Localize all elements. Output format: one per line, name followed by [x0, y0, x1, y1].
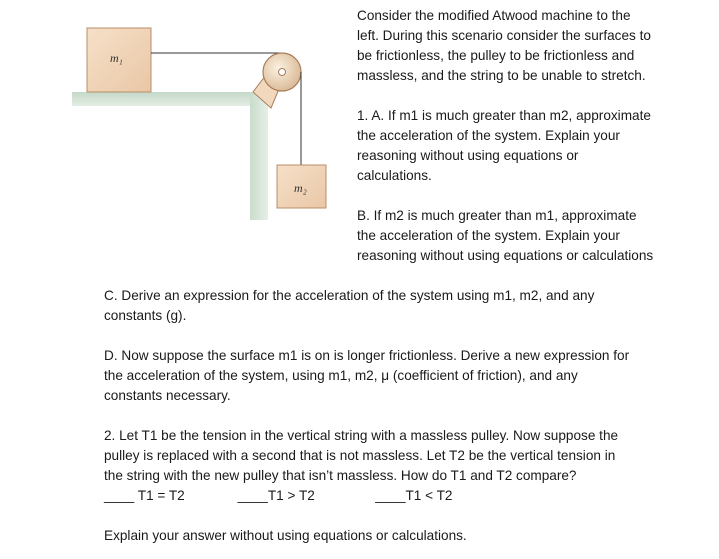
question-1d: D. Now suppose the surface m1 is on is l… [104, 346, 704, 406]
question-2: 2. Let T1 be the tension in the vertical… [104, 426, 704, 506]
question-line: constants (g). [104, 308, 187, 323]
right-column-text: Consider the modified Atwood machine to … [357, 6, 697, 266]
question-line: the acceleration of the system. Explain … [357, 128, 620, 143]
question-line: the string with the new pulley that isn’… [104, 468, 577, 483]
question-line: constants necessary. [104, 388, 231, 403]
table-leg [250, 92, 268, 220]
atwood-machine-figure: m₁ m₂ [72, 27, 327, 220]
m2-label: m₂ [294, 181, 307, 195]
question-1c: C. Derive an expression for the accelera… [104, 286, 704, 326]
question-line: B. If m2 is much greater than m1, approx… [357, 208, 637, 223]
question-line: calculations. [357, 168, 432, 183]
intro-line: massless, and the string to be unable to… [357, 68, 646, 83]
question-line: reasoning without using equations or cal… [357, 248, 654, 263]
pulley-axle [278, 68, 286, 76]
question-1b: B. If m2 is much greater than m1, approx… [357, 206, 697, 266]
question-line: Explain your answer without using equati… [104, 528, 467, 543]
intro-line: Consider the modified Atwood machine to … [357, 8, 631, 23]
question-line: 1. A. If m1 is much greater than m2, app… [357, 108, 651, 123]
question-line: 2. Let T1 be the tension in the vertical… [104, 428, 619, 443]
intro-line: be frictionless, the pulley to be fricti… [357, 48, 635, 63]
question-line: pulley is replaced with a second that is… [104, 448, 616, 463]
question-line: the acceleration of the system, using m1… [104, 368, 578, 383]
question-line: D. Now suppose the surface m1 is on is l… [104, 348, 630, 363]
m1-label: m₁ [110, 51, 123, 65]
intro-line: left. During this scenario consider the … [357, 28, 651, 43]
question-line: the acceleration of the system. Explain … [357, 228, 620, 243]
question-1a: 1. A. If m1 is much greater than m2, app… [357, 106, 697, 186]
question-line: reasoning without using equations or [357, 148, 579, 163]
intro-paragraph: Consider the modified Atwood machine to … [357, 6, 697, 86]
table-surface [72, 92, 272, 106]
question-2-explain: Explain your answer without using equati… [104, 526, 704, 546]
block-m2 [276, 164, 327, 209]
answer-choices: ____ T1 = T2 ____T1 > T2 ____T1 < T2 [104, 488, 453, 503]
block-m1 [86, 27, 152, 93]
question-line: C. Derive an expression for the accelera… [104, 288, 595, 303]
